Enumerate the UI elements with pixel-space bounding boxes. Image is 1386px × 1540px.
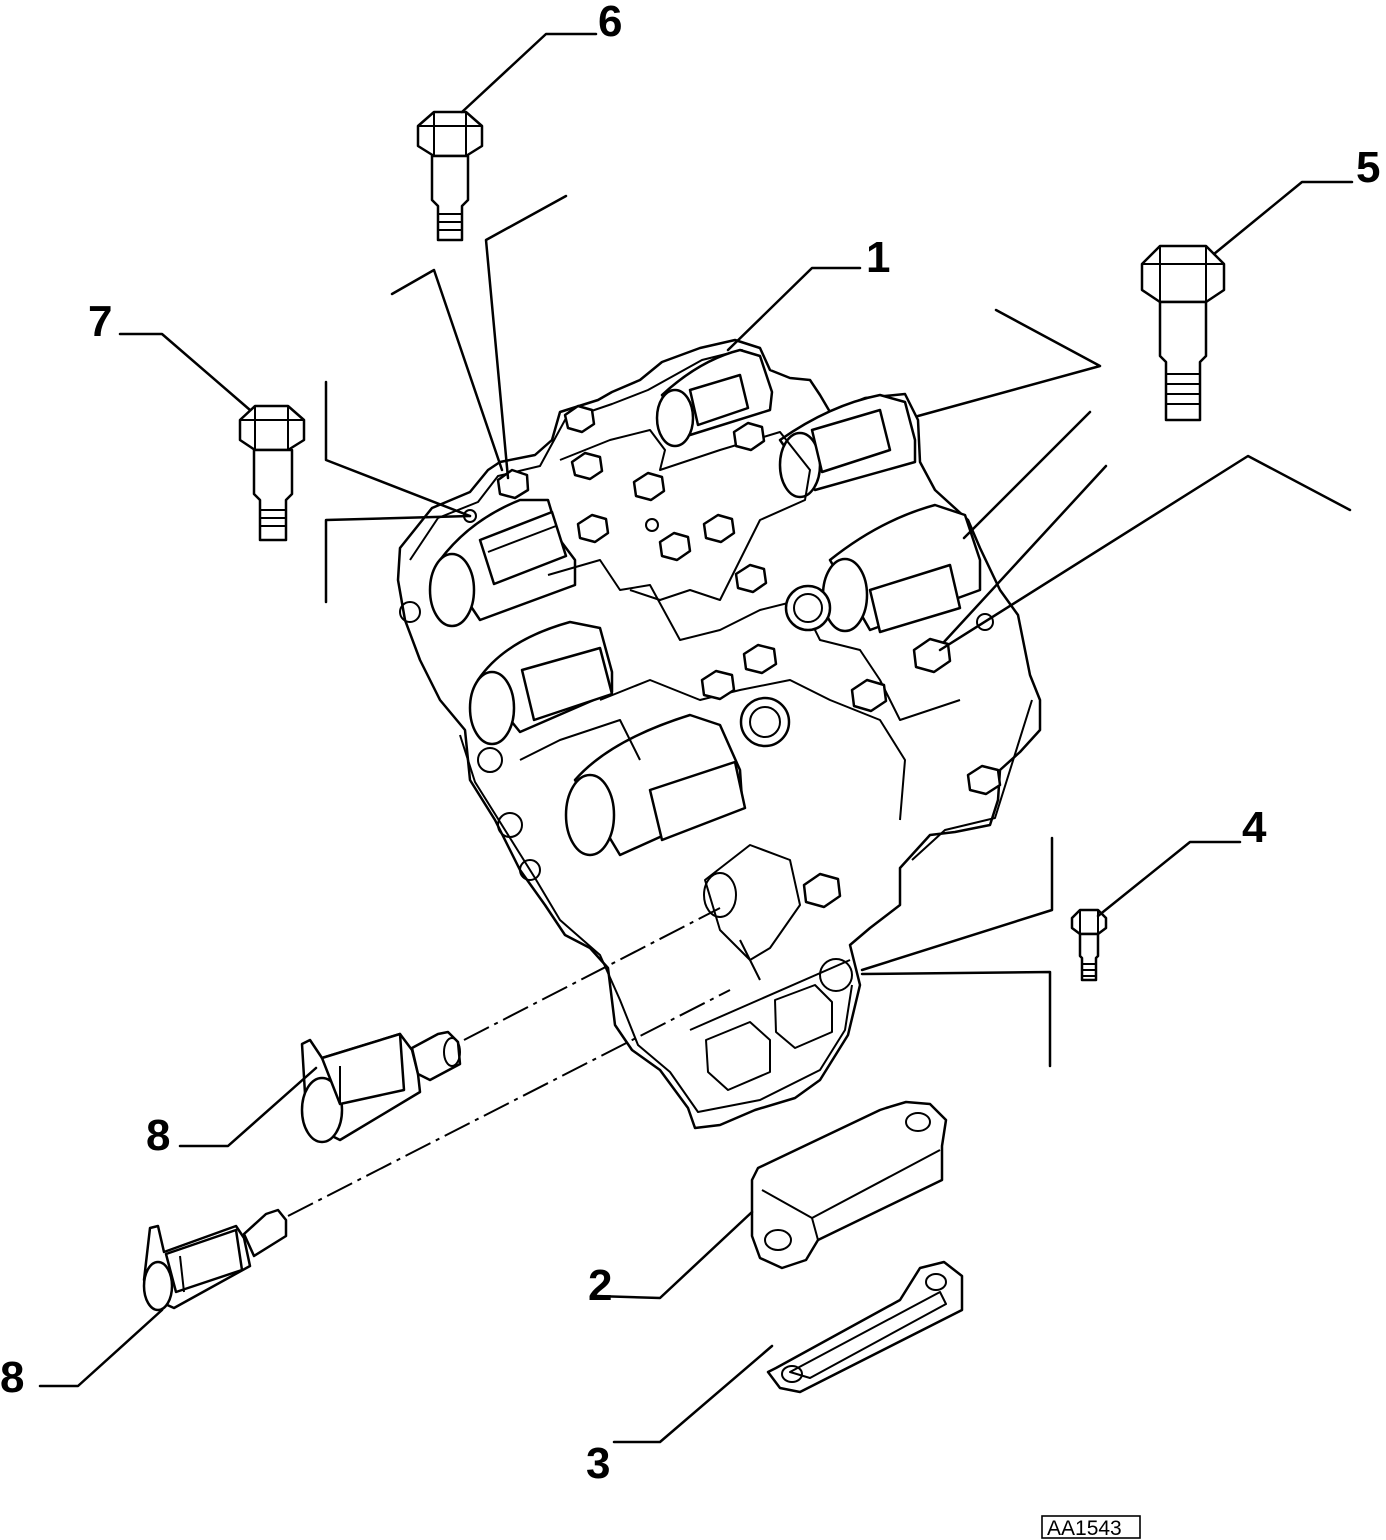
cover-plate-2: 2 [588,1100,948,1310]
bolt-7: 7 [88,297,472,604]
callout-label-7: 7 [88,297,112,346]
callout-label-2: 2 [588,1261,612,1310]
callout-label-5: 5 [1356,143,1380,192]
reference-code: AA1543 [1047,1517,1122,1540]
callout-label-8-lower: 8 [0,1353,24,1402]
valve-body-assembly [396,338,1042,1130]
solenoid-8-lower: 8 [0,1208,288,1402]
callout-label-1: 1 [866,233,890,282]
reference-code-box: AA1543 [1041,1515,1141,1540]
callout-label-4: 4 [1242,803,1267,852]
bolt-6: 6 [390,0,622,480]
callout-label-8-upper: 8 [146,1111,170,1160]
assembly-axis-lines [287,907,731,1217]
solenoid-8-upper: 8 [146,1030,462,1160]
gasket-3: 3 [586,1260,964,1488]
bolt-5: 5 [916,143,1380,652]
callout-label-6: 6 [598,0,622,46]
callout-label-3: 3 [586,1439,610,1488]
body-bolt-heads [496,404,1002,909]
solenoid-stack-right [655,348,982,634]
callout-1: 1 [726,233,890,352]
solenoid-stack-left [428,498,747,857]
bolt-4: 4 [860,803,1267,1068]
